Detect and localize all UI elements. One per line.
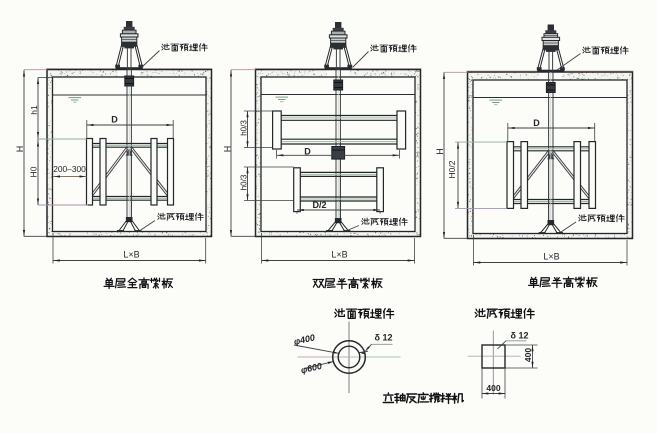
svg-text:δ 12: δ 12: [511, 330, 529, 340]
svg-text:δ 12: δ 12: [375, 333, 393, 343]
svg-text:H: H: [15, 146, 25, 153]
svg-text:h0/3: h0/3: [239, 120, 248, 136]
svg-text:400: 400: [523, 348, 533, 362]
svg-text:L×B: L×B: [331, 250, 347, 260]
svg-text:H0/2: H0/2: [447, 160, 457, 178]
svg-text:h0/3: h0/3: [239, 174, 248, 190]
svg-text:D/2: D/2: [312, 200, 326, 210]
svg-text:H: H: [223, 146, 233, 153]
svg-text:D: D: [304, 147, 311, 157]
svg-text:L×B: L×B: [543, 252, 559, 262]
svg-text:φ600: φ600: [300, 361, 323, 376]
svg-text:200–300: 200–300: [53, 164, 86, 174]
svg-text:H0: H0: [29, 166, 39, 177]
svg-text:400: 400: [486, 383, 500, 393]
svg-text:D: D: [533, 118, 540, 128]
svg-text:L×B: L×B: [123, 250, 139, 260]
svg-text:φ400: φ400: [293, 332, 316, 347]
svg-text:h1: h1: [29, 105, 39, 115]
svg-text:H: H: [435, 148, 445, 155]
svg-text:D: D: [111, 115, 118, 125]
